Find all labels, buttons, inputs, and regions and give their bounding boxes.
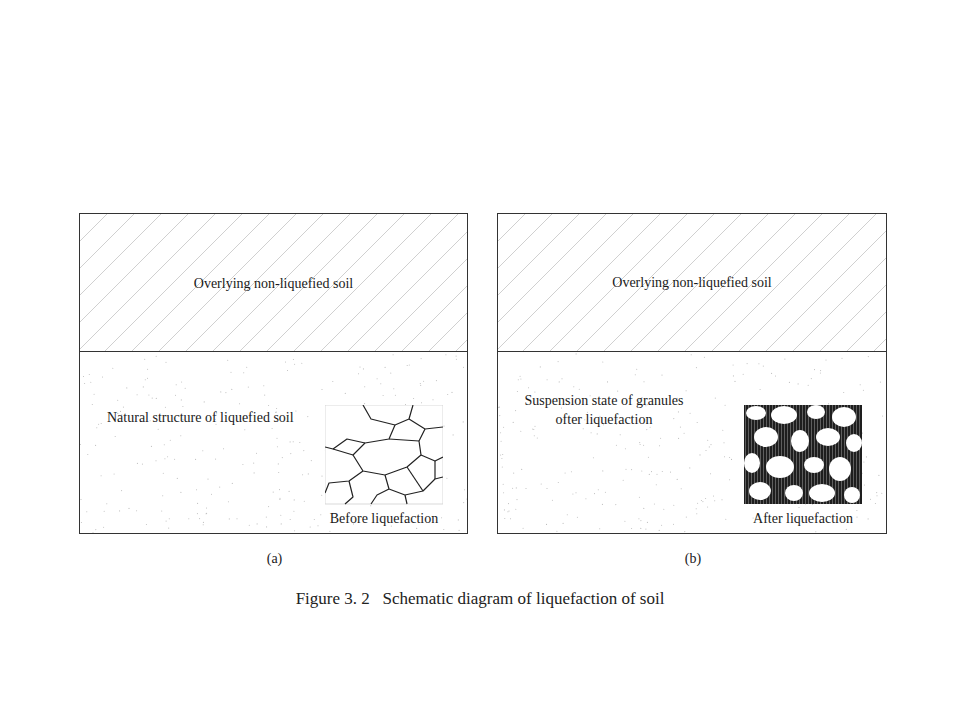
liquefiable-layer: Natural structure of liquefied soilBefor… (80, 352, 467, 533)
panel: (a)Overlying non-liquefied soilNatural s… (79, 213, 468, 534)
liquefiable-layer: Suspension state of granules ofter lique… (498, 352, 886, 533)
layer-label: Suspension state of granules ofter lique… (519, 391, 689, 429)
detail-inset: Before liquefaction (325, 405, 443, 533)
soil-layer: Overlying non-liquefied soil (80, 214, 467, 352)
layer-label: After liquefaction (724, 509, 882, 528)
panel-label: (a) (80, 549, 469, 568)
layer-label: Natural structure of liquefied soil (107, 408, 327, 427)
soil-skeleton-illustration (325, 405, 443, 505)
layer-label: Overlying non-liquefied soil (498, 273, 886, 292)
detail-inset: After liquefaction (744, 405, 862, 533)
panel: (b)Overlying non-liquefied soilSuspensio… (497, 213, 887, 534)
suspension-illustration (744, 405, 862, 505)
soil-layer: Overlying non-liquefied soil (498, 214, 886, 352)
layer-label: Before liquefaction (305, 509, 463, 528)
figure-caption: Figure 3. 2 Schematic diagram of liquefa… (0, 589, 960, 609)
layer-label: Overlying non-liquefied soil (80, 274, 467, 293)
panel-label: (b) (498, 549, 888, 568)
